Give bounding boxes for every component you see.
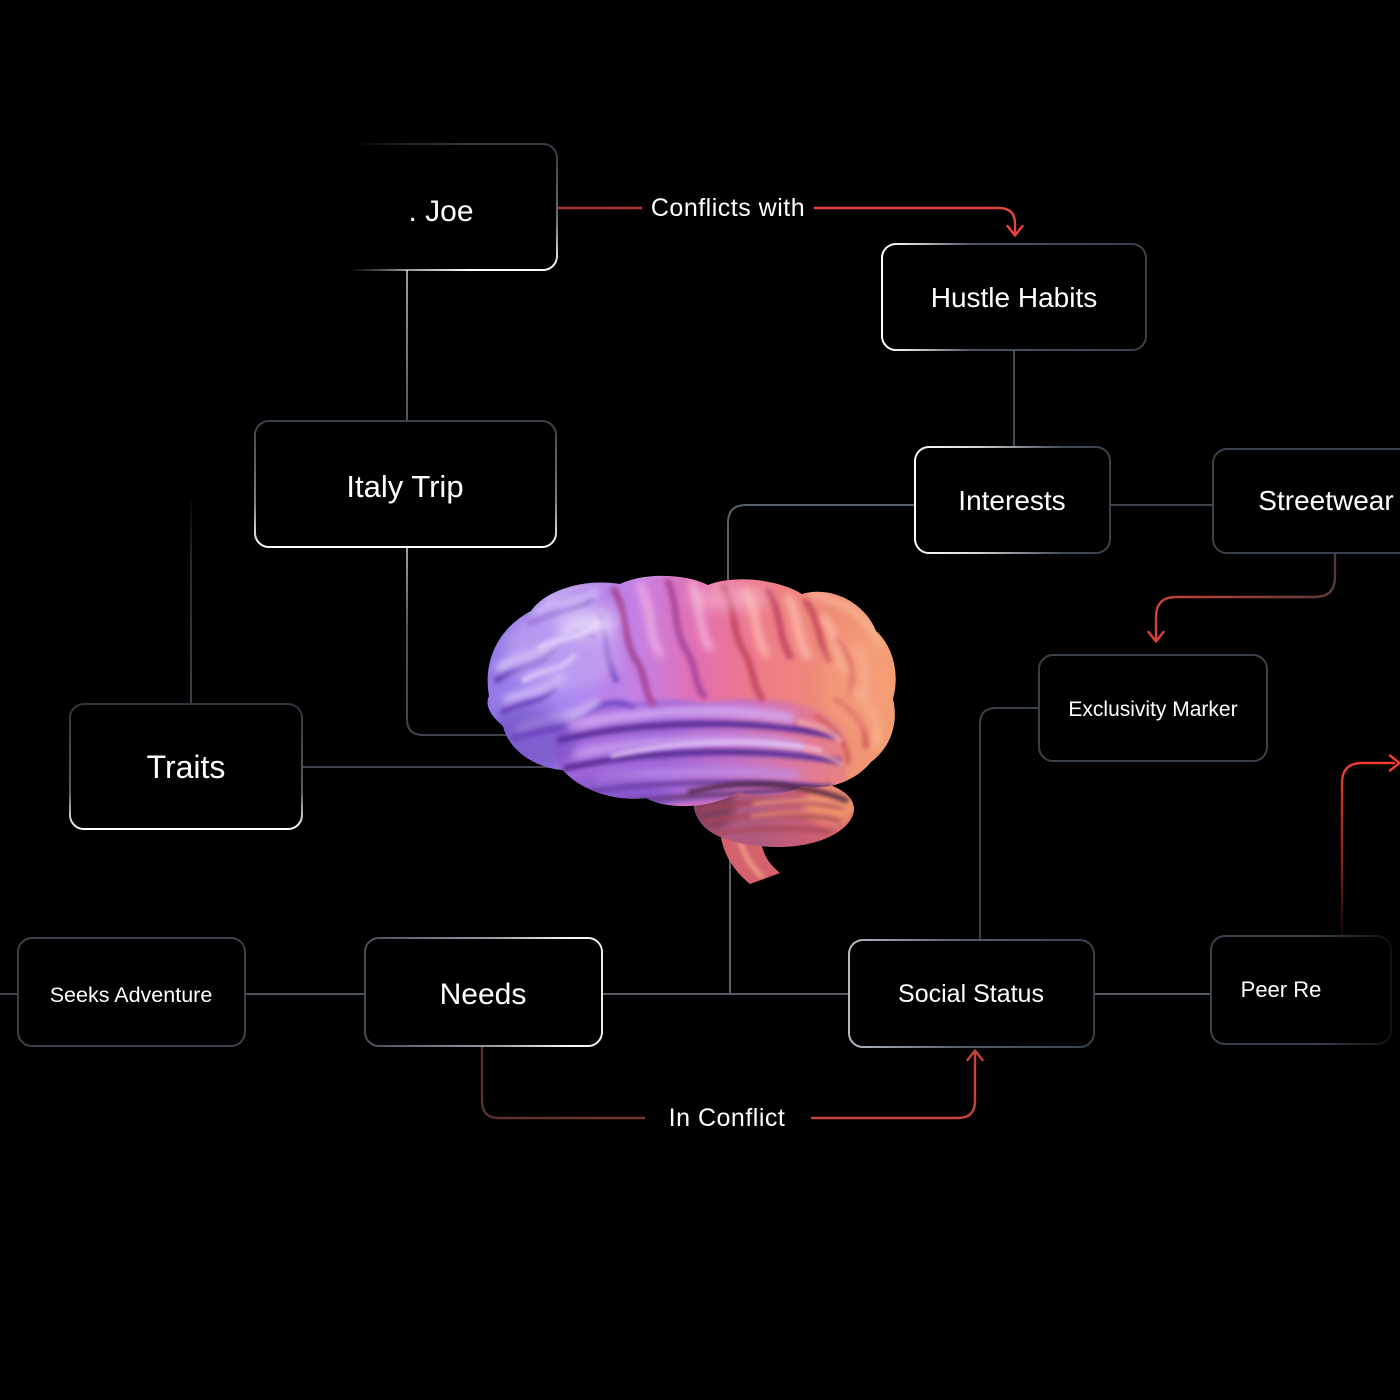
svg-text:Seeks Adventure: Seeks Adventure [50,983,213,1007]
svg-text:Exclusivity Marker: Exclusivity Marker [1068,698,1237,721]
svg-text:In Conflict: In Conflict [669,1104,786,1132]
svg-text:Interests: Interests [958,485,1065,516]
svg-text:Conflicts with: Conflicts with [651,194,805,222]
svg-text:. Joe: . Joe [408,195,473,228]
svg-text:Social Status: Social Status [898,980,1044,1008]
svg-text:Italy Trip: Italy Trip [346,469,463,504]
svg-text:Peer Re: Peer Re [1241,977,1322,1002]
svg-text:Streetwear: Streetwear [1258,485,1393,516]
svg-text:Traits: Traits [147,749,226,785]
svg-text:Hustle Habits: Hustle Habits [931,282,1098,313]
svg-text:Needs: Needs [440,978,527,1011]
